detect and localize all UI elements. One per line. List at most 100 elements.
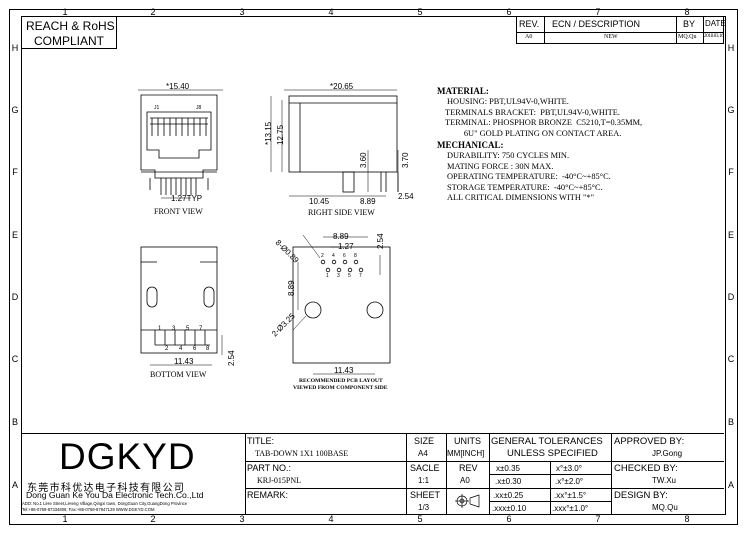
- side-d1045-dim: 10.45: [309, 197, 330, 206]
- front-view-caption: FRONT VIEW: [154, 207, 203, 216]
- side-view-drawing: [270, 89, 399, 197]
- bottom-pin-label: 1: [158, 326, 162, 332]
- units-label: UNITS: [454, 436, 481, 446]
- bottom-pitch-dim: 2.54: [227, 350, 236, 366]
- material-line: TERMINALS BRACKET: PBT,UL94V-0,WHITE.: [445, 107, 620, 117]
- title-value: TAB-DOWN 1X1 100BASE: [255, 449, 349, 458]
- row-marker: A: [11, 480, 18, 490]
- row-marker: A: [727, 480, 734, 490]
- tolerance-heading-1: GENERAL TOLERANCES: [491, 436, 603, 447]
- bottom-pin-label: 6: [193, 346, 197, 352]
- col-marker: 6: [506, 7, 512, 17]
- bottom-view-drawing: [140, 246, 223, 366]
- row-marker: E: [11, 230, 18, 240]
- row-marker: H: [727, 43, 735, 53]
- tolerance-linear: x±0.35: [496, 464, 520, 473]
- by-value: MQ.Qu: [678, 34, 697, 40]
- bottom-pin-label: 7: [199, 326, 203, 332]
- bottom-pin-label: 8: [206, 346, 210, 352]
- bottom-pin-label: 2: [165, 346, 169, 352]
- tolerance-angular: .xxx°±1.0°: [552, 504, 589, 513]
- approvals-column: APPROVED BY: JP.Gong CHECKED BY: TW.Xu D…: [611, 434, 724, 514]
- tolerance-linear: .xx±0.25: [493, 491, 524, 500]
- approved-label: APPROVED BY:: [614, 436, 685, 447]
- design-label: DESIGN BY:: [614, 490, 668, 501]
- col-marker: 1: [62, 514, 68, 524]
- title-part-column: TITLE: TAB-DOWN 1X1 100BASE PART NO.: KR…: [245, 434, 407, 514]
- side-d254-dim: 2.54: [398, 192, 414, 201]
- pcb-pin-label: 6: [343, 253, 346, 259]
- compliance-box: REACH & RoHS COMPLIANT: [21, 16, 117, 49]
- tolerances-column: GENERAL TOLERANCES UNLESS SPECIFIED x±0.…: [489, 434, 612, 514]
- pcb-caption-2: VIEWED FROM COMPONENT SIDE: [293, 385, 388, 391]
- technical-drawings: [138, 89, 399, 375]
- col-marker: 3: [239, 514, 245, 524]
- side-d360-dim: 3.60: [359, 152, 368, 168]
- front-j1-label: J1: [154, 105, 160, 111]
- pcb-pin-label: 3: [337, 273, 340, 279]
- compliance-line1: REACH & RoHS: [26, 19, 115, 33]
- row-marker: F: [12, 167, 18, 177]
- bottom-pin-label: 5: [186, 326, 190, 332]
- company-area: DGKYD 东莞市科优达电子科技有限公司 Dong Guan Ke You Da…: [21, 434, 246, 514]
- title-block: DGKYD 东莞市科优达电子科技有限公司 Dong Guan Ke You Da…: [21, 433, 724, 514]
- col-marker: 4: [328, 514, 334, 524]
- revision-table: REV. ECN / DESCRIPTION BY DATE A0 NEW MQ…: [516, 16, 726, 44]
- company-logo: DGKYD: [59, 436, 196, 477]
- side-view-caption: RIGHT SIDE VIEW: [308, 208, 375, 217]
- front-width-dim: *15.40: [166, 82, 190, 91]
- front-view-drawing: [138, 89, 223, 199]
- row-marker: B: [727, 417, 734, 427]
- mechanical-line: DURABILITY: 750 CYCLES MIN.: [447, 151, 570, 160]
- row-marker: D: [11, 292, 19, 302]
- tolerance-angular: .xx°±1.5°: [554, 491, 587, 500]
- bottom-view-caption: BOTTOM VIEW: [150, 370, 207, 379]
- col-marker: 4: [328, 7, 334, 17]
- ecn-value: NEW: [604, 34, 618, 40]
- pcb-layout-drawing: [292, 234, 391, 375]
- tolerance-heading-2: UNLESS SPECIFIED: [507, 448, 598, 459]
- rev-value: A0: [525, 34, 533, 40]
- sheet-outer-frame: [9, 9, 738, 525]
- row-marker: F: [728, 167, 734, 177]
- pcb-pin-label: 4: [332, 253, 335, 259]
- pcb-d1143-dim: 11.43: [334, 366, 354, 375]
- row-marker: B: [11, 417, 18, 427]
- scale-value: 1:1: [418, 476, 430, 485]
- date-header: DATE: [705, 19, 726, 28]
- bottom-pin-label: 3: [172, 326, 176, 332]
- pcb-d127-dim: 1.27: [338, 242, 354, 251]
- material-line: 6U" GOLD PLATING ON CONTACT AREA.: [445, 128, 622, 138]
- pcb-d254-dim: 2.54: [376, 233, 385, 249]
- part-value: KRJ-015PNL: [257, 476, 302, 485]
- material-notes: MATERIAL: HOUSING: PBT,UL94V-0,WHITE. TE…: [437, 86, 717, 204]
- checked-label: CHECKED BY:: [614, 463, 678, 474]
- row-marker: H: [11, 43, 19, 53]
- side-d889-dim: 8.89: [360, 197, 376, 206]
- drawing-frame: [21, 16, 726, 515]
- pcb-pin-label: 8: [354, 253, 357, 259]
- row-marker: C: [11, 354, 19, 364]
- row-marker: G: [11, 105, 19, 115]
- date-value: 2018.03.16: [704, 34, 724, 39]
- pcb-pin-label: 7: [359, 273, 362, 279]
- row-marker: G: [727, 105, 735, 115]
- col-marker: 8: [684, 514, 690, 524]
- title-label: TITLE:: [247, 436, 275, 446]
- material-heading: MATERIAL:: [437, 86, 489, 96]
- sheet-label: SHEET: [410, 490, 441, 500]
- side-length-dim: *20.65: [330, 82, 354, 91]
- col-marker: 1: [62, 7, 68, 17]
- tolerance-angular: .x°±2.0°: [555, 477, 584, 486]
- pcb-pin-label: 2: [321, 253, 324, 259]
- size-scale-sheet-column: SIZE A4 SACLE 1:1 SHEET 1/3: [406, 434, 447, 514]
- col-marker: 7: [595, 514, 601, 524]
- by-header: BY: [683, 19, 696, 29]
- tolerance-linear: .x±0.30: [495, 477, 522, 486]
- company-contact: Tel:+86-0769-87334806; Fax:+86-0769-8784…: [22, 507, 155, 512]
- company-name-cn: 东莞市科优达电子科技有限公司: [27, 483, 186, 494]
- tolerance-angular: x°±3.0°: [556, 464, 582, 473]
- checked-value: TW.Xu: [652, 476, 677, 485]
- pcb-caption-1: RECOMMENDED PCB LAYOUT: [299, 378, 383, 384]
- row-marker: C: [727, 354, 735, 364]
